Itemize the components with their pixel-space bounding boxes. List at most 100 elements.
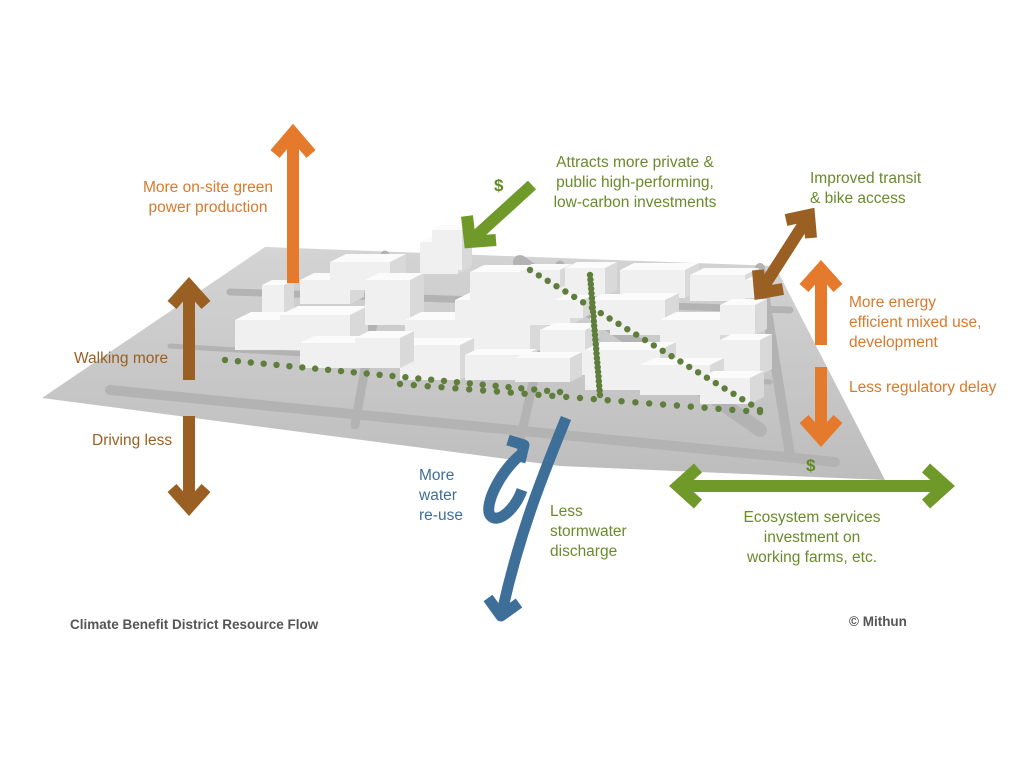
diagram-title: Climate Benefit District Resource Flow (70, 617, 319, 632)
building-roof (432, 225, 472, 230)
street-tree (579, 299, 587, 306)
street-tree (686, 363, 693, 371)
building-roof (365, 273, 424, 280)
street-tree (553, 283, 560, 290)
street-tree (712, 379, 719, 387)
street-tree (604, 397, 611, 404)
building-facade (565, 268, 605, 296)
building-side (400, 331, 414, 368)
street-tree (594, 359, 601, 366)
street-tree (324, 366, 332, 373)
street-tree (594, 364, 601, 371)
building-roof (300, 336, 369, 343)
attracts-label-line3: low-carbon investments (553, 194, 717, 211)
street-tree (479, 381, 486, 388)
street-tree (518, 385, 525, 392)
street-tree (703, 374, 711, 381)
building-roof (400, 338, 474, 345)
walking-arrow (167, 277, 211, 380)
street-tree (260, 360, 267, 367)
street-tree (531, 386, 538, 393)
street-tree (590, 395, 597, 403)
street-tree (492, 382, 499, 389)
stormwater-label-line2: stormwater (550, 523, 627, 540)
street-tree (221, 356, 229, 364)
street-tree (641, 336, 649, 344)
street-tree (694, 369, 702, 376)
street-tree (595, 378, 602, 385)
building-facade (520, 270, 560, 288)
building-roof (610, 293, 679, 300)
water-label: More water re-use (419, 466, 463, 526)
street-tree (615, 320, 622, 327)
ecosystem-dollar-icon: $ (806, 456, 816, 475)
street-tree (624, 326, 631, 333)
street-tree (589, 304, 596, 311)
street-tree (597, 309, 604, 317)
street-tree (424, 383, 431, 390)
street-tree (633, 331, 640, 338)
transit-label: Improved transit & bike access (810, 169, 921, 209)
building-facade (300, 343, 355, 368)
street-tree (376, 371, 383, 378)
street-tree (440, 377, 448, 385)
street-tree (588, 290, 595, 297)
street-tree (591, 322, 598, 329)
street-tree (396, 380, 404, 388)
building-roof (620, 263, 699, 270)
street-tree (587, 281, 594, 288)
building-roof (465, 349, 537, 355)
ecosystem-arrow (669, 463, 955, 509)
street-tree (452, 385, 459, 392)
street-tree (748, 401, 755, 408)
street-tree (453, 379, 461, 386)
street-tree (594, 368, 602, 376)
green-power-label: More on-site green power production (138, 178, 278, 218)
street-tree (526, 266, 534, 274)
building-roof (720, 299, 767, 305)
transit-label-line1: Improved transit (810, 170, 922, 187)
street-tree (576, 394, 584, 402)
building-roof (280, 306, 368, 315)
street-tree (596, 382, 603, 389)
street-tree (593, 345, 600, 352)
street-tree (593, 350, 600, 357)
ecosystem-label-line3: working farms, etc. (746, 549, 878, 566)
street-tree (701, 404, 708, 411)
street-tree (592, 336, 599, 343)
transit-arrow (752, 207, 817, 301)
copyright-credit: © Mithun (849, 614, 907, 629)
street-tree (438, 384, 445, 391)
green-power-label-line1: More on-site green (142, 179, 274, 196)
street-tree (659, 401, 667, 408)
building-side (760, 334, 772, 375)
building-roof (262, 280, 294, 285)
building-facade (515, 358, 570, 382)
street-tree (535, 272, 542, 279)
street-tree (571, 293, 578, 301)
building-side (755, 299, 767, 335)
street-tree (466, 386, 473, 393)
street-tree (673, 402, 681, 409)
street-tree (588, 285, 595, 292)
street-tree (466, 380, 473, 387)
street-tree (668, 353, 675, 360)
street-tree (556, 388, 564, 396)
street-tree (505, 383, 512, 391)
street-tree (299, 364, 306, 371)
attracts-label-line2: public high-performing, (556, 174, 714, 191)
street-tree (596, 391, 604, 399)
energy-label-line1: More energy (849, 294, 937, 311)
building-facade (690, 275, 745, 301)
street-tree (543, 387, 551, 394)
building-roof (565, 262, 617, 268)
ecosystem-label: Ecosystem services investment on working… (735, 508, 889, 568)
building-roof (355, 331, 414, 338)
energy-label-line3: development (849, 334, 938, 351)
building-roof (540, 323, 599, 330)
street-tree (286, 363, 293, 370)
street-tree (739, 396, 746, 403)
